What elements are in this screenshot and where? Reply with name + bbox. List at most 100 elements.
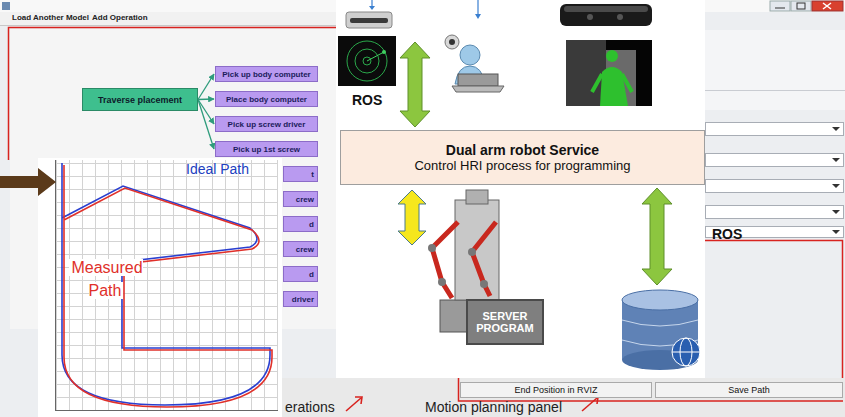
plot-grid: [56, 189, 278, 190]
plot-grid: [251, 160, 252, 410]
right-window: [706, 206, 844, 219]
bottom-bar: [346, 398, 361, 411]
dual-arm-robot: [428, 244, 436, 252]
plot-grid: [56, 306, 278, 307]
webcam-user: [449, 39, 455, 45]
green-double-arrow: [642, 188, 672, 285]
plot-grid: [56, 345, 278, 346]
plot-grid: [264, 160, 265, 410]
dual-arm-robot: [480, 280, 488, 288]
right-window: [832, 210, 840, 214]
node-text: Pick up screw driver: [228, 120, 306, 129]
radar-display: [338, 36, 396, 86]
flow-connector: [198, 74, 214, 100]
ideal-path-line: [62, 163, 270, 405]
plot-grid: [56, 384, 278, 385]
depth-image: [600, 67, 628, 106]
left-window: [2, 2, 10, 10]
green-double-arrow: [642, 188, 672, 285]
panel-caption: Motion planning panel: [425, 399, 562, 415]
leap-sensor: [346, 0, 392, 28]
radar-display: [347, 41, 387, 81]
label-patch: Measured Path: [69, 259, 142, 299]
path-plot: [38, 158, 282, 417]
database-cylinder: [622, 290, 700, 370]
flow-connector: [198, 100, 214, 125]
big-double-arrow: [400, 42, 430, 127]
bottom-bar: [282, 378, 845, 417]
operation-box: Pick up body computer: [215, 66, 318, 82]
kinect-sensor: [560, 4, 652, 26]
right-window: [706, 180, 844, 193]
plot-grid: [56, 280, 278, 281]
legend-label: Ideal Path: [186, 161, 249, 177]
webcam-user: [477, 0, 478, 16]
operation-box: t: [283, 166, 318, 182]
bottom-bar: [459, 378, 844, 401]
node-text: crew: [296, 195, 314, 204]
left-window: [0, 25, 340, 26]
right-window: [706, 154, 844, 167]
webcam-user: [460, 45, 480, 65]
right-window: [775, 8, 785, 9]
node-text: Save Path: [728, 385, 770, 395]
plot-grid: [212, 160, 213, 410]
depth-image: [606, 50, 618, 62]
measured-path-line: [64, 165, 272, 407]
operation-box: d: [283, 266, 318, 282]
left-window: [0, 12, 340, 25]
dual-arm-robot: [455, 200, 499, 300]
plot-grid: [56, 241, 278, 242]
right-window: [832, 184, 840, 188]
node-text: SERVER PROGRAM: [472, 310, 538, 334]
node-text: Dual arm robot Service: [446, 142, 599, 158]
operation-box: Place body computer: [215, 91, 318, 107]
right-window: [832, 230, 840, 234]
plot-grid: [69, 160, 70, 410]
plot-grid: [56, 397, 278, 398]
plot-grid: [82, 160, 83, 410]
path-plot: [55, 160, 56, 410]
operation-box: Pick up 1st screw: [215, 141, 318, 157]
plot-grid: [56, 332, 278, 333]
plot-grid: [56, 215, 278, 216]
node-text: Traverse placement: [98, 95, 182, 105]
right-window: [705, 90, 845, 91]
flow-connector: [198, 100, 214, 150]
database-cylinder: [672, 352, 700, 353]
depth-image: [566, 40, 606, 106]
dual-arm-robot: [466, 190, 488, 204]
webcam-user: [445, 35, 459, 49]
kinect-sensor: [617, 14, 623, 20]
node-text: Pick up body computer: [222, 70, 310, 79]
operation-box: crew: [283, 191, 318, 207]
node-subtext: Control HRI process for programming: [414, 158, 630, 173]
right-window: [832, 127, 840, 234]
plot-grid: [186, 160, 187, 410]
plot-grid: [173, 160, 174, 410]
left-window: [9, 28, 341, 161]
pointer-arrow: [0, 168, 56, 196]
left-window: [0, 0, 340, 12]
kinect-sensor: [587, 14, 593, 20]
right-window: [812, 1, 843, 11]
node-text: t: [311, 170, 314, 179]
big-double-arrow: [400, 42, 430, 127]
bottom-bar: [355, 397, 362, 404]
right-window: [706, 123, 844, 238]
yellow-double-arrow: [398, 190, 426, 245]
leap-sensor: [350, 18, 388, 23]
operation-box: d: [283, 216, 318, 232]
depth-image: [566, 40, 652, 106]
depth-image: [592, 74, 632, 92]
node-text: End Position in RVIZ: [515, 385, 598, 395]
plot-grid: [134, 160, 135, 410]
right-window: [823, 3, 831, 9]
right-window: [770, 1, 790, 11]
node-text: d: [309, 270, 314, 279]
menu-item: Add Operation: [92, 13, 148, 22]
plot-grid: [56, 319, 278, 320]
radar-display: [382, 50, 386, 54]
